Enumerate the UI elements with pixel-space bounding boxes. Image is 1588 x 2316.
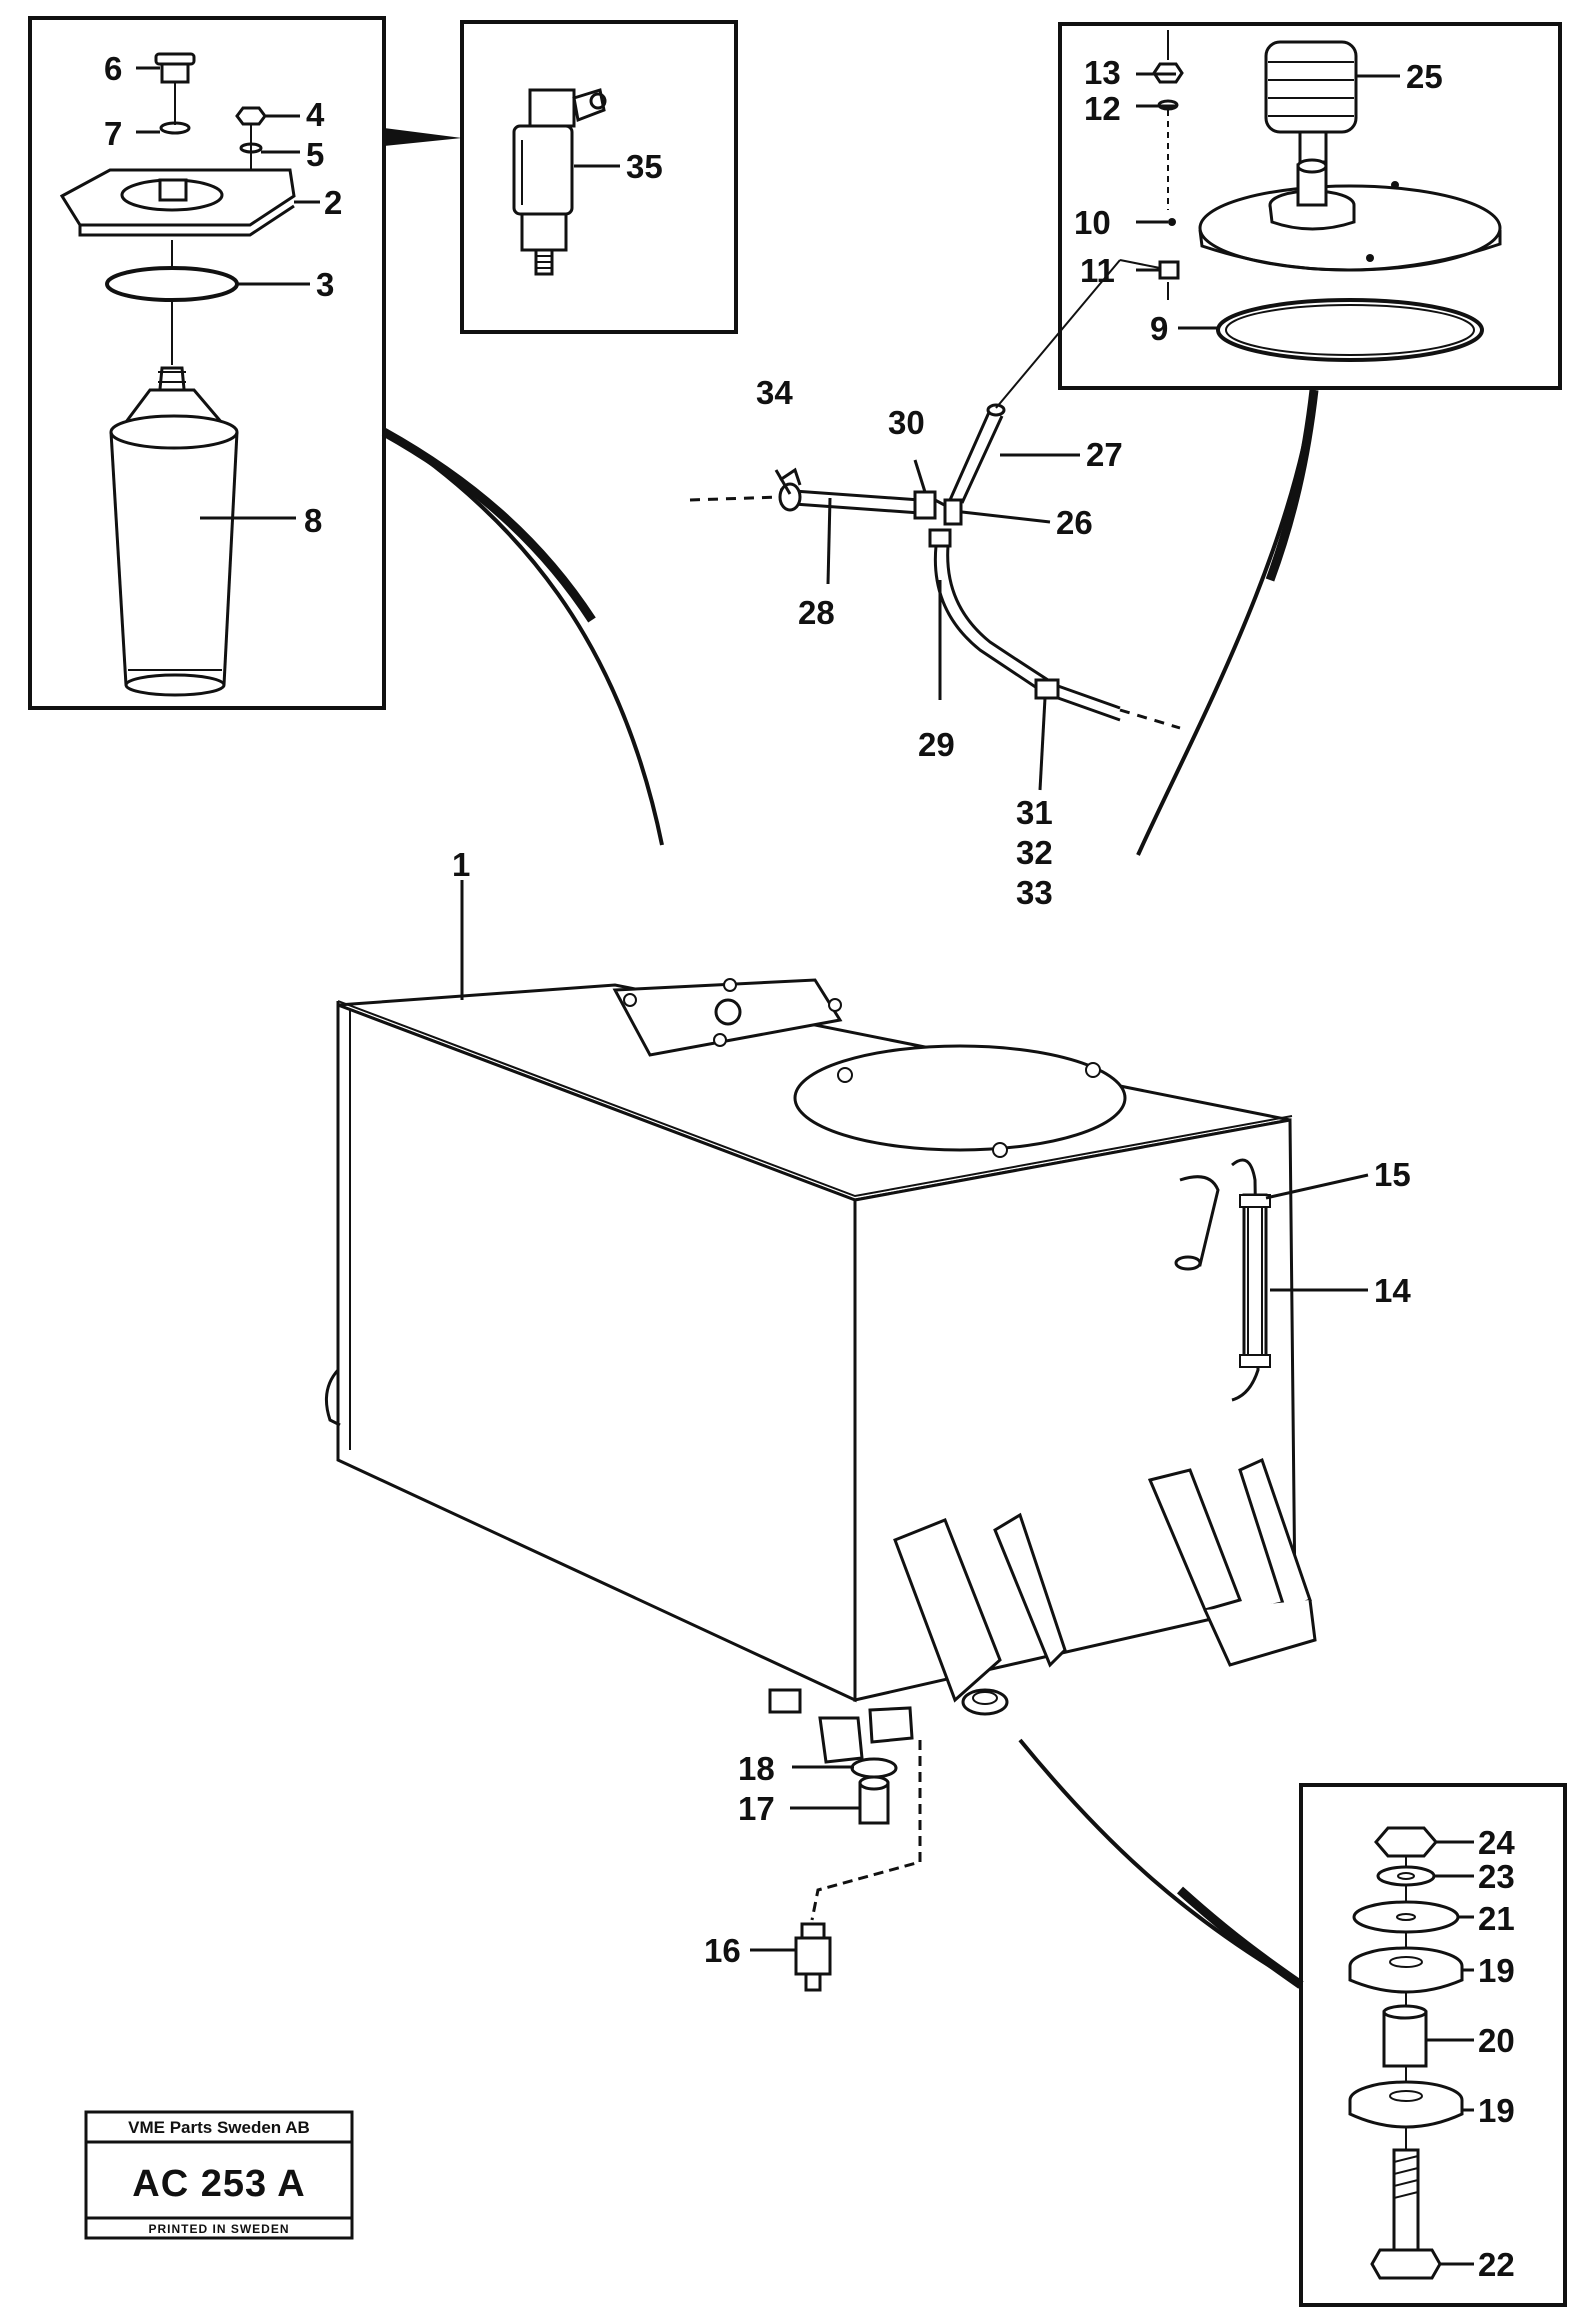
label-part-10: 10	[1074, 204, 1111, 241]
label-part-4: 4	[306, 96, 325, 133]
label-part-12: 12	[1084, 90, 1121, 127]
label-part-19-upper: 19	[1478, 1952, 1515, 1989]
stamp-code: AC 253 A	[132, 2163, 305, 2205]
label-part-1: 1	[452, 846, 470, 883]
label-part-33: 33	[1016, 874, 1053, 911]
label-part-23: 23	[1478, 1858, 1515, 1895]
label-part-28: 28	[798, 594, 835, 631]
label-part-21: 21	[1478, 1900, 1515, 1937]
sensor-detail-box	[460, 20, 738, 334]
label-part-3: 3	[316, 266, 334, 303]
stamp-printed: PRINTED IN SWEDEN	[148, 2222, 289, 2236]
label-part-35: 35	[626, 148, 663, 185]
label-part-30: 30	[888, 404, 925, 441]
filter-detail-box	[28, 16, 386, 710]
label-part-31: 31	[1016, 794, 1053, 831]
label-part-34: 34	[756, 374, 793, 411]
stamp-company: VME Parts Sweden AB	[128, 2118, 310, 2137]
label-part-8: 8	[304, 502, 322, 539]
label-part-9: 9	[1150, 310, 1168, 347]
label-part-19-lower: 19	[1478, 2092, 1515, 2129]
label-part-18: 18	[738, 1750, 775, 1787]
label-part-32: 32	[1016, 834, 1053, 871]
label-part-27: 27	[1086, 436, 1123, 473]
label-part-14: 14	[1374, 1272, 1411, 1309]
label-part-24: 24	[1478, 1824, 1515, 1861]
label-part-22: 22	[1478, 2246, 1515, 2283]
label-part-16: 16	[704, 1932, 741, 1969]
label-part-17: 17	[738, 1790, 775, 1827]
label-part-6: 6	[104, 50, 122, 87]
part-labels: 6 7 4 5 2 3 8 35 13 12 25 10 11 9 34 30 …	[104, 50, 1515, 2283]
label-part-5: 5	[306, 136, 324, 173]
hydraulic-tank	[324, 978, 1317, 1992]
label-part-25: 25	[1406, 58, 1443, 95]
label-part-20: 20	[1478, 2022, 1515, 2059]
label-part-7: 7	[104, 115, 122, 152]
mounting-detail-box	[1299, 1783, 1567, 2307]
label-part-15: 15	[1374, 1156, 1411, 1193]
breather-detail-box	[1058, 22, 1562, 390]
leader-lines	[136, 66, 1474, 2266]
label-part-29: 29	[918, 726, 955, 763]
label-part-2: 2	[324, 184, 342, 221]
detail-connector-lines	[381, 128, 1319, 1989]
label-part-13: 13	[1084, 54, 1121, 91]
label-part-11: 11	[1080, 252, 1115, 289]
parts-stamp: VME Parts Sweden AB AC 253 A PRINTED IN …	[84, 2110, 354, 2240]
label-part-26: 26	[1056, 504, 1093, 541]
breather-hose-assembly	[689, 259, 1181, 730]
